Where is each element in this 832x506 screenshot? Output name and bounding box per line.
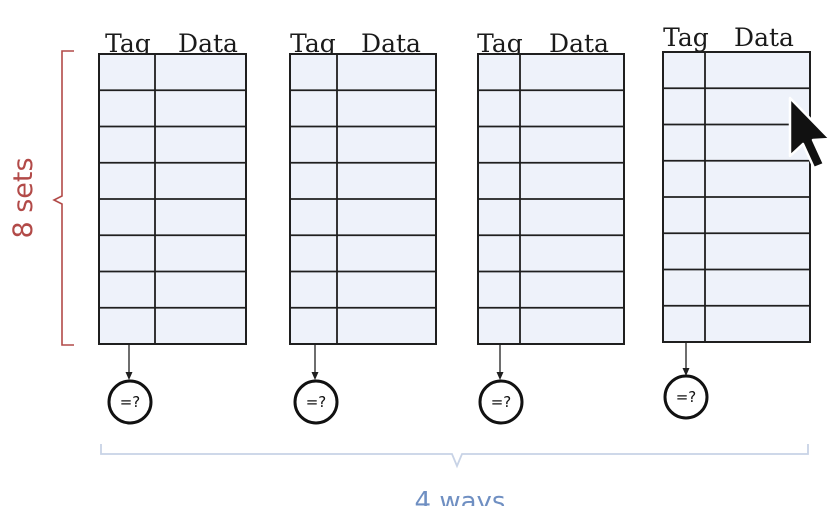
tag-comparator [293,379,339,425]
sets-brace [52,50,74,346]
way-cells [289,53,437,345]
ways-label: 4 ways [415,487,506,506]
way-cells [98,53,247,345]
tag-header: Tag [663,23,709,52]
arrowhead-icon [682,368,690,376]
arrowhead-icon [125,372,133,380]
cache-way: Tag Data =? [98,29,247,425]
way-cells [662,51,811,343]
comparator-label: =? [120,393,141,411]
tag-comparator [663,374,709,420]
way-cells [477,53,625,345]
sets-label: 8 sets [8,157,39,238]
data-header: Data [734,23,794,52]
arrowhead-icon [496,372,504,380]
mouse-pointer-icon [788,96,832,170]
comparator-label: =? [676,388,697,406]
arrowhead-icon [311,372,319,380]
cache-way: Tag Data =? [289,29,437,425]
cache-way: Tag Data =? [662,23,811,420]
comparator-label: =? [491,393,512,411]
tag-comparator [107,379,153,425]
comparator-label: =? [306,393,327,411]
tag-comparator [478,379,524,425]
ways-bracket [100,444,809,469]
cache-way: Tag Data =? [477,29,625,425]
